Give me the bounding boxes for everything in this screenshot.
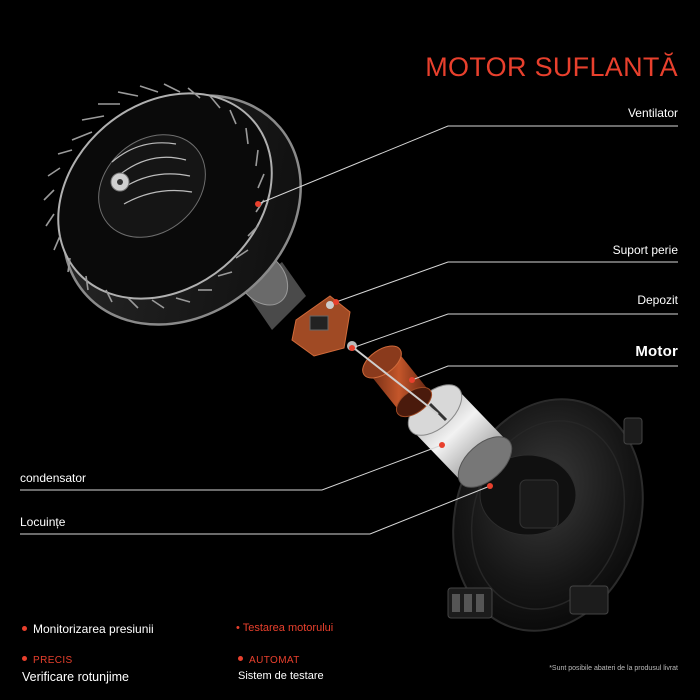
- armature-part: [339, 341, 439, 418]
- callout-dots: [255, 201, 493, 489]
- feature-monitorizare: Monitorizarea presiunii: [22, 622, 154, 636]
- bullet-icon: [22, 626, 27, 632]
- bullet-icon: [22, 656, 27, 662]
- label-suport-perie: Suport perie: [612, 243, 678, 257]
- feature-label: Verificare rotunjime: [22, 670, 129, 684]
- feature-automat: AUTOMAT Sistem de testare: [238, 652, 324, 682]
- label-condensator: condensator: [20, 471, 87, 485]
- feature-precis: PRECIS Verificare rotunjime: [22, 652, 129, 684]
- bullet-icon: [238, 656, 243, 662]
- feature-tag: PRECIS: [33, 655, 73, 666]
- feature-label: Sistem de testare: [238, 670, 324, 682]
- brush-holder-part: [291, 295, 351, 357]
- disclaimer-note: *Sunt posibile abateri de la produsul li…: [549, 665, 678, 672]
- feature-label: Monitorizarea presiunii: [33, 622, 154, 636]
- blower-wheel-part: [43, 83, 302, 326]
- callout-lines: [20, 125, 678, 535]
- bullet-icon: •: [236, 622, 243, 634]
- feature-tag: AUTOMAT: [249, 655, 300, 666]
- label-locuinte: Locuințe: [20, 515, 66, 529]
- page-title: MOTOR SUFLANTĂ: [425, 52, 678, 82]
- feature-testare: • Testarea motorului: [236, 622, 333, 634]
- feature-label: Testarea motorului: [242, 622, 334, 634]
- label-depozit: Depozit: [637, 293, 678, 307]
- label-motor: Motor: [635, 343, 678, 360]
- label-ventilator: Ventilator: [627, 106, 678, 120]
